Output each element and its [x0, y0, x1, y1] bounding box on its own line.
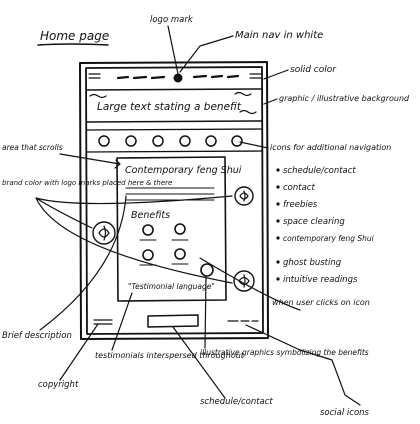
benefits-title: Benefits — [131, 210, 170, 221]
nav-icon-5[interactable] — [205, 135, 217, 147]
annotation-social-icons: social icons — [320, 408, 370, 418]
nav-icon-3[interactable] — [152, 135, 164, 147]
nav-icon-2[interactable] — [125, 135, 137, 147]
annotation-solid-color: solid color — [290, 65, 337, 75]
annotation-area-scrolls: area that scrolls — [2, 143, 63, 152]
nav-item: intuitive readings — [283, 275, 358, 285]
annotation-graphic-background: graphic / illustrative background — [279, 94, 410, 103]
section-title-text: Contemporary feng Shui — [125, 165, 242, 176]
annotation-illustrative-graphics: illustrative graphics symbolizing the be… — [200, 348, 369, 357]
icon-nav-row — [86, 128, 263, 153]
footer — [93, 314, 259, 328]
page-title: Home page — [40, 29, 109, 43]
hero-band — [86, 91, 263, 123]
hero-text: Large text stating a benefit — [97, 101, 242, 113]
benefit-graphic — [174, 223, 186, 235]
nav-item: schedule/contact — [283, 166, 356, 176]
nav-items-list: schedule/contact contact freebies space … — [276, 166, 375, 285]
brief-description-lines — [125, 187, 215, 201]
nav-item: ghost busting — [283, 258, 342, 268]
annotation-testimonials: testimonials interspersed throughout — [95, 351, 245, 360]
leader-lines — [35, 25, 361, 406]
annotation-copyright: copyright — [38, 380, 79, 390]
list-bullet — [276, 236, 280, 240]
brand-logo-marks — [92, 186, 255, 292]
annotation-main-nav: Main nav in white — [235, 30, 323, 41]
schedule-contact-button — [147, 314, 199, 328]
annotation-icons-nav: icons for additional navigation — [270, 143, 391, 152]
nav-icon-6[interactable] — [231, 135, 243, 147]
list-bullet — [276, 168, 280, 172]
main-nav-dashes — [116, 74, 240, 80]
nav-icon-4[interactable] — [179, 135, 191, 147]
benefit-graphics — [139, 223, 214, 277]
annotation-when-user-clicks: when user clicks on icon — [272, 298, 370, 307]
section-title: Contemporary feng Shui — [125, 165, 242, 176]
nav-item: space clearing — [283, 217, 345, 227]
annotation-schedule-contact: schedule/contact — [200, 397, 273, 407]
nav-item: freebies — [283, 200, 318, 210]
nav-item: contact — [283, 183, 315, 193]
list-bullet — [276, 260, 280, 264]
list-bullet — [276, 219, 280, 223]
logo-mark — [173, 73, 183, 83]
annotation-brief-description: Brief description — [2, 331, 72, 341]
nav-icon-1[interactable] — [98, 135, 110, 147]
testimonial-text: "Testimonial language" — [128, 282, 215, 291]
title-underline — [37, 43, 109, 46]
annotation-logo-mark: logo mark — [150, 15, 194, 25]
annotation-brand-color: brand color with logo marks placed here … — [2, 179, 172, 187]
benefit-graphic — [142, 224, 154, 236]
annotation-brand-color-text: brand color with logo marks placed here … — [2, 179, 172, 187]
list-bullet — [276, 202, 280, 206]
header-band — [86, 73, 263, 91]
annotation-logo-mark-text: logo mark — [150, 15, 194, 25]
benefit-graphic — [142, 249, 154, 261]
list-bullet — [276, 277, 280, 281]
benefit-graphic — [174, 248, 186, 260]
nav-item: contemporary feng Shui — [283, 234, 375, 243]
benefit-graphic — [200, 263, 214, 277]
list-bullet — [276, 185, 280, 189]
